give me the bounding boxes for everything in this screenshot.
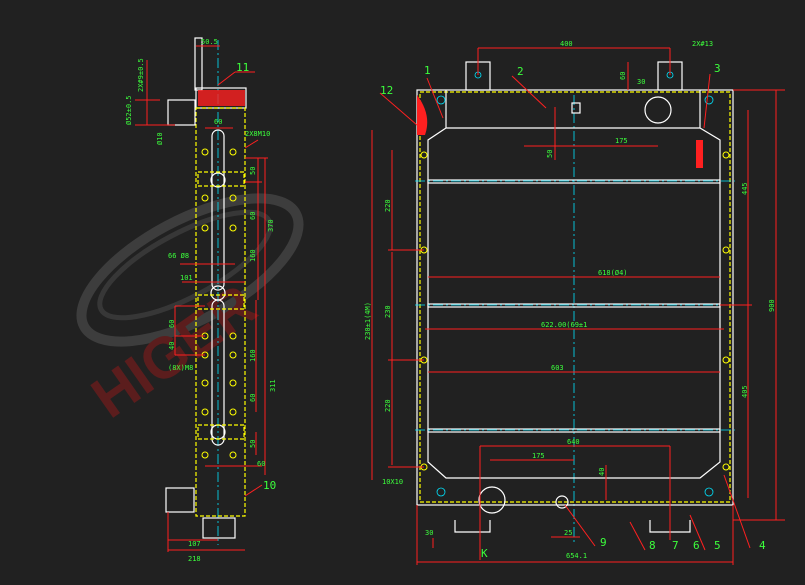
- part-label-11: 11: [236, 61, 249, 74]
- side-dimension-lines: [135, 45, 268, 552]
- cross-bar-lower: [427, 428, 721, 433]
- dim-60-a: 60: [249, 212, 257, 220]
- dim-654: 654.1: [566, 552, 587, 560]
- dim-30: 30: [637, 78, 645, 86]
- dim-50-b: 50: [249, 440, 257, 448]
- bottom-feet: [454, 520, 691, 533]
- dim-bracket-holes: 2X#13: [692, 40, 713, 48]
- dim-175-top: 175: [615, 137, 628, 145]
- core-hidden-outline: [195, 107, 246, 517]
- dim-40: 40: [598, 468, 606, 476]
- part-label-3: 3: [714, 62, 721, 75]
- dim-218: 218: [188, 555, 201, 563]
- watermark: HIGER: [76, 193, 304, 431]
- dim-175-bottom: 175: [532, 452, 545, 460]
- part-label-6: 6: [693, 539, 700, 552]
- part-label-1: 1: [424, 64, 431, 77]
- watermark-text: HIGER: [80, 272, 268, 431]
- view-label-k: K: [481, 547, 488, 560]
- dim-top-width: 50.5: [201, 38, 218, 46]
- dim-230: 230: [384, 305, 392, 318]
- pivot-upper: [210, 172, 226, 188]
- dim-60: 60: [619, 72, 627, 80]
- cross-bar-middle: [427, 303, 721, 308]
- logo-swoosh-inner: [97, 209, 273, 321]
- dim-bolts-8x: (8X)M8: [168, 364, 193, 372]
- dim-25: 25: [564, 529, 572, 537]
- dim-50: 50: [546, 150, 554, 158]
- front-view: 1 2 3 4 5 6 7 8 9 12 400 2X#13 60 30 175…: [364, 40, 785, 565]
- dim-101: 101: [180, 274, 193, 282]
- dim-220-top: 220: [384, 199, 392, 212]
- radiator-frame: [416, 89, 734, 506]
- part-label-10: 10: [263, 479, 276, 492]
- level-gauge: [696, 140, 703, 168]
- dim-66: 66 Ø8: [168, 252, 189, 260]
- dim-pipe-offset: Ø10: [156, 132, 164, 145]
- dim-405: 405: [741, 385, 749, 398]
- dim-220-bottom: 220: [384, 399, 392, 412]
- dim-445: 445: [741, 182, 749, 195]
- dim-side-bolts: 2X8M10: [245, 130, 270, 138]
- top-tank-section: [198, 90, 245, 106]
- dim-370: 370: [267, 219, 275, 232]
- front-dimension-lines: [371, 47, 785, 565]
- dim-622: 622.00(69±1: [541, 321, 587, 329]
- drain-port: [555, 495, 569, 509]
- side-view: 11 10 50.5 2X#9±0.5 Ø52±0.5 Ø10 2X8M10 6…: [125, 37, 277, 563]
- dim-60-top: 60: [214, 118, 222, 126]
- dim-603: 603: [551, 364, 564, 372]
- dim-60-b: 60: [168, 320, 176, 328]
- inlet-pipe: [167, 99, 196, 126]
- dim-top-span: 400: [560, 40, 573, 48]
- filler-lug: [571, 102, 581, 114]
- dim-30-bottom: 30: [425, 529, 433, 537]
- dim-160-a: 160: [249, 249, 257, 262]
- logo-swoosh: [76, 193, 304, 347]
- dim-618: 618(Ø4): [598, 269, 628, 277]
- dim-107: 107: [188, 540, 201, 548]
- outlet-pipe: [165, 487, 195, 513]
- dim-640: 640: [567, 438, 580, 446]
- dim-40: 40: [168, 342, 176, 350]
- dim-160-b: 160: [249, 349, 257, 362]
- part-label-5: 5: [714, 539, 721, 552]
- part-label-4: 4: [759, 539, 766, 552]
- dim-50-a: 50: [249, 167, 257, 175]
- part-label-8: 8: [649, 539, 656, 552]
- front-bolts: [420, 95, 730, 497]
- dim-311: 311: [269, 379, 277, 392]
- part-label-12: 12: [380, 84, 393, 97]
- upper-slot: [211, 129, 225, 291]
- dim-bolt-10x10: 10X10: [382, 478, 403, 486]
- drain-stub: [202, 517, 236, 539]
- part-label-2: 2: [517, 65, 524, 78]
- core-outline: [427, 90, 721, 479]
- dim-60-c: 60: [249, 394, 257, 402]
- dim-60-d: 60: [257, 460, 265, 468]
- pivot-middle: [210, 285, 226, 301]
- inlet-port: [644, 96, 672, 124]
- part-label-9: 9: [600, 536, 607, 549]
- dim-pipe-dia: Ø52±0.5: [125, 95, 133, 125]
- mount-plate-lower: [197, 424, 245, 440]
- dim-bolt-spec-top: 2X#9±0.5: [137, 58, 145, 92]
- section-mark-12: [417, 95, 428, 135]
- side-bolts: [201, 148, 237, 459]
- outlet-port: [478, 486, 506, 514]
- dim-left-total: 230±1(4M): [364, 302, 372, 340]
- dim-900: 900: [768, 299, 776, 312]
- cross-bar-upper: [427, 179, 721, 184]
- part-label-7: 7: [672, 539, 679, 552]
